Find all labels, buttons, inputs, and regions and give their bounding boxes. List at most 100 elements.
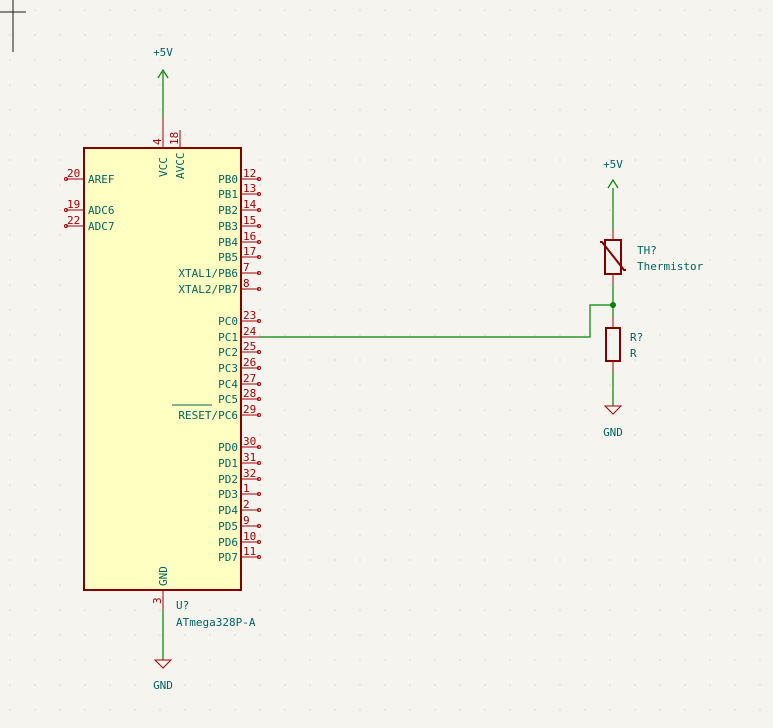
mcu-pin-name: PC0 bbox=[218, 315, 238, 328]
mcu-pin-name: PD2 bbox=[218, 473, 238, 486]
mcu-pin-avcc-name: AVCC bbox=[174, 153, 187, 180]
resistor-reference: R? bbox=[630, 331, 643, 344]
thermistor-symbol[interactable]: TH? Thermistor bbox=[600, 230, 704, 305]
mcu-pin-name: PD3 bbox=[218, 488, 238, 501]
cursor-crosshair bbox=[0, 0, 26, 52]
wire-pc1-to-divider[interactable] bbox=[259, 304, 613, 338]
mcu-pin-pd3[interactable]: PD3 1 bbox=[218, 482, 261, 501]
mcu-pin-number: 11 bbox=[243, 545, 256, 558]
mcu-body[interactable] bbox=[83, 147, 242, 591]
mcu-pin-gnd-number: 3 bbox=[151, 597, 164, 604]
mcu-reference: U? bbox=[176, 599, 189, 612]
thermistor-value: Thermistor bbox=[637, 260, 704, 273]
mcu-pin-pb5[interactable]: PB5 17 bbox=[218, 245, 261, 264]
mcu-pin-pd1[interactable]: PD1 31 bbox=[218, 451, 261, 470]
mcu-pin-number: 29 bbox=[243, 403, 256, 416]
mcu-pin-pd4[interactable]: PD4 2 bbox=[218, 498, 261, 517]
mcu-pin-name: PB3 bbox=[218, 220, 238, 233]
mcu-pin-name: PD1 bbox=[218, 457, 238, 470]
mcu-pin-vcc[interactable]: VCC 4 bbox=[151, 118, 170, 177]
mcu-pin-gnd[interactable]: GND 3 bbox=[151, 566, 170, 610]
mcu-pin-number: 24 bbox=[243, 325, 257, 338]
mcu-pin-pc1[interactable]: PC1 24 bbox=[218, 325, 259, 344]
mcu-pin-name: PD5 bbox=[218, 520, 238, 533]
mcu-pin-number: 1 bbox=[243, 482, 250, 495]
mcu-pin-name: PB4 bbox=[218, 236, 238, 249]
mcu-pin-number: 12 bbox=[243, 167, 256, 180]
mcu-pin-number: 16 bbox=[243, 230, 256, 243]
mcu-pin-name: PB2 bbox=[218, 204, 238, 217]
mcu-pin-number: 2 bbox=[243, 498, 250, 511]
mcu-pin-number: 32 bbox=[243, 467, 256, 480]
mcu-pin-aref[interactable]: AREF 20 bbox=[64, 167, 115, 186]
mcu-pin-number: 20 bbox=[67, 167, 80, 180]
mcu-pin-avcc[interactable]: AVCC 18 bbox=[168, 130, 187, 179]
ground-resistor-label: GND bbox=[603, 426, 623, 439]
mcu-pin-vcc-number: 4 bbox=[151, 138, 164, 145]
mcu-pin-name: XTAL2/PB7 bbox=[178, 283, 238, 296]
mcu-pin-number: 26 bbox=[243, 356, 256, 369]
thermistor-reference: TH? bbox=[637, 244, 657, 257]
mcu-pin-name: ADC7 bbox=[88, 220, 115, 233]
mcu-pin-pb1[interactable]: PB1 13 bbox=[218, 182, 261, 201]
mcu-pin-pb0[interactable]: PB0 12 bbox=[218, 167, 261, 186]
mcu-pin-number: 17 bbox=[243, 245, 256, 258]
mcu-pin-gnd-name: GND bbox=[157, 566, 170, 586]
power-5v-thermistor-label: +5V bbox=[603, 158, 623, 171]
mcu-pin-pd2[interactable]: PD2 32 bbox=[218, 467, 261, 486]
power-5v-mcu[interactable]: +5V bbox=[153, 46, 173, 118]
mcu-pin-name: PC1 bbox=[218, 331, 238, 344]
mcu-pin-name: AREF bbox=[88, 173, 115, 186]
ground-mcu-label: GND bbox=[153, 679, 173, 692]
mcu-pin-number: 27 bbox=[243, 372, 256, 385]
mcu-pin-name: ADC6 bbox=[88, 204, 115, 217]
mcu-pin-name: PD4 bbox=[218, 504, 238, 517]
mcu-value: ATmega328P-A bbox=[176, 616, 256, 629]
resistor-value: R bbox=[630, 347, 637, 360]
mcu-pin-avcc-number: 18 bbox=[168, 132, 181, 145]
mcu-pin-number: 7 bbox=[243, 261, 250, 274]
mcu-pin-number: 30 bbox=[243, 435, 256, 448]
mcu-pin-pb4[interactable]: PB4 16 bbox=[218, 230, 261, 249]
mcu-pin-name: PB5 bbox=[218, 251, 238, 264]
mcu-pin-reset-pc6[interactable]: RESET/PC6 29 bbox=[178, 403, 261, 422]
mcu-pin-pb3[interactable]: PB3 15 bbox=[218, 214, 261, 233]
ground-mcu[interactable]: GND bbox=[153, 610, 173, 692]
mcu-pin-name: PB1 bbox=[218, 188, 238, 201]
resistor-symbol[interactable]: R? R bbox=[605, 305, 643, 372]
mcu-pin-pd7[interactable]: PD7 11 bbox=[218, 545, 261, 564]
mcu-pin-pc0[interactable]: PC0 23 bbox=[218, 309, 261, 328]
mcu-pin-name: RESET/PC6 bbox=[178, 409, 238, 422]
mcu-pin-name: XTAL1/PB6 bbox=[178, 267, 238, 280]
mcu-pin-name: PB0 bbox=[218, 173, 238, 186]
mcu-pin-number: 23 bbox=[243, 309, 256, 322]
mcu-pin-name: PC2 bbox=[218, 346, 238, 359]
mcu-pin-name: PD6 bbox=[218, 536, 238, 549]
mcu-pin-number: 15 bbox=[243, 214, 256, 227]
mcu-pin-xtal1-pb6[interactable]: XTAL1/PB6 7 bbox=[178, 261, 261, 280]
mcu-pin-vcc-name: VCC bbox=[157, 157, 170, 177]
ground-resistor[interactable]: GND bbox=[603, 372, 623, 439]
mcu-pin-name: PC3 bbox=[218, 362, 238, 375]
mcu-pin-pd5[interactable]: PD5 9 bbox=[218, 514, 261, 533]
power-5v-thermistor[interactable]: +5V bbox=[603, 158, 623, 230]
resistor-body[interactable] bbox=[605, 327, 621, 362]
mcu-pin-name: PD7 bbox=[218, 551, 238, 564]
mcu-pin-number: 31 bbox=[243, 451, 256, 464]
power-5v-mcu-label: +5V bbox=[153, 46, 173, 59]
mcu-pin-number: 13 bbox=[243, 182, 256, 195]
mcu-pin-number: 9 bbox=[243, 514, 250, 527]
mcu-pin-pc3[interactable]: PC3 26 bbox=[218, 356, 261, 375]
